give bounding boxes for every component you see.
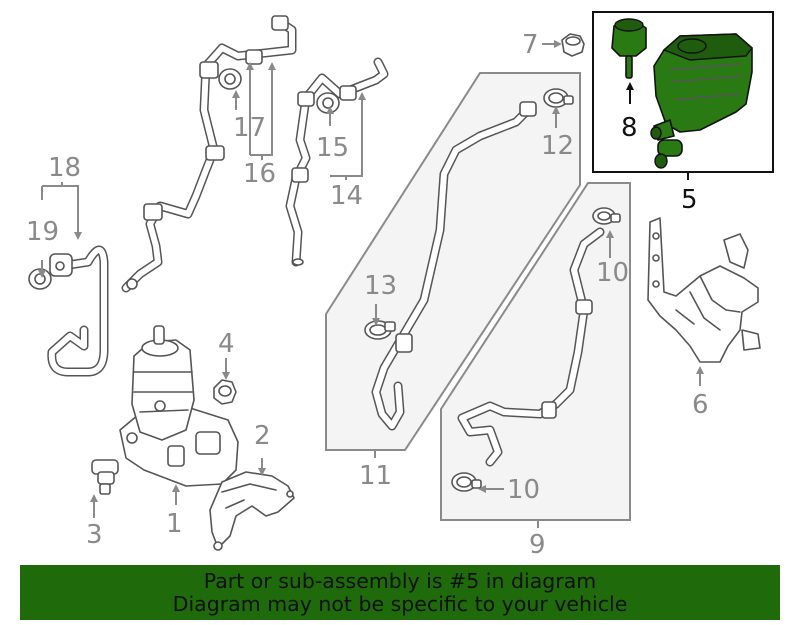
banner-line-2: Diagram may not be specific to your vehi… <box>172 591 628 616</box>
clamp-10-lower[interactable] <box>451 472 482 492</box>
expansion-tank-5[interactable] <box>650 33 753 169</box>
pump-assembly-1[interactable] <box>119 325 239 487</box>
callout-14: 14 <box>330 181 363 211</box>
info-banner: Part or sub-assembly is #5 in diagram Di… <box>20 565 780 620</box>
callout-12: 12 <box>541 131 574 161</box>
callout-9: 9 <box>529 530 546 560</box>
hose-11[interactable] <box>371 101 537 431</box>
o-ring-15[interactable] <box>316 92 340 114</box>
callout-3: 3 <box>86 520 103 550</box>
callout-7: 7 <box>522 30 539 60</box>
bracket-6[interactable] <box>647 217 761 363</box>
callout-10-upper: 10 <box>596 258 629 288</box>
nut-4[interactable] <box>213 379 237 405</box>
heat-shield-2[interactable] <box>209 471 295 551</box>
leader-lines <box>38 40 704 528</box>
callout-15: 15 <box>316 133 349 163</box>
clamp-13[interactable] <box>364 320 396 340</box>
clamp-10-upper[interactable] <box>592 207 621 225</box>
callout-16: 16 <box>243 159 276 189</box>
callout-13: 13 <box>364 271 397 301</box>
callout-6: 6 <box>692 390 709 420</box>
callout-19: 19 <box>26 217 59 247</box>
nut-7[interactable] <box>561 33 585 57</box>
hose-14[interactable] <box>285 57 389 267</box>
sensor-3[interactable] <box>91 459 119 495</box>
callout-10-lower: 10 <box>507 475 540 505</box>
banner-background <box>20 565 780 620</box>
o-ring-17[interactable] <box>218 68 242 90</box>
hose-16[interactable] <box>121 15 297 293</box>
callout-4: 4 <box>218 329 235 359</box>
callout-11: 11 <box>359 461 392 491</box>
cap-8[interactable] <box>611 18 647 79</box>
callout-2: 2 <box>254 421 271 451</box>
o-ring-19[interactable] <box>28 268 52 290</box>
callout-8: 8 <box>621 113 638 143</box>
hose-9[interactable] <box>457 227 605 467</box>
banner-line-1: Part or sub-assembly is #5 in diagram <box>203 568 597 593</box>
clamp-12[interactable] <box>543 88 574 108</box>
callout-1: 1 <box>166 509 183 539</box>
callout-5: 5 <box>681 185 698 215</box>
coolant-pipe-18[interactable] <box>47 245 109 377</box>
callout-18: 18 <box>48 153 81 183</box>
callout-17: 17 <box>233 113 266 143</box>
